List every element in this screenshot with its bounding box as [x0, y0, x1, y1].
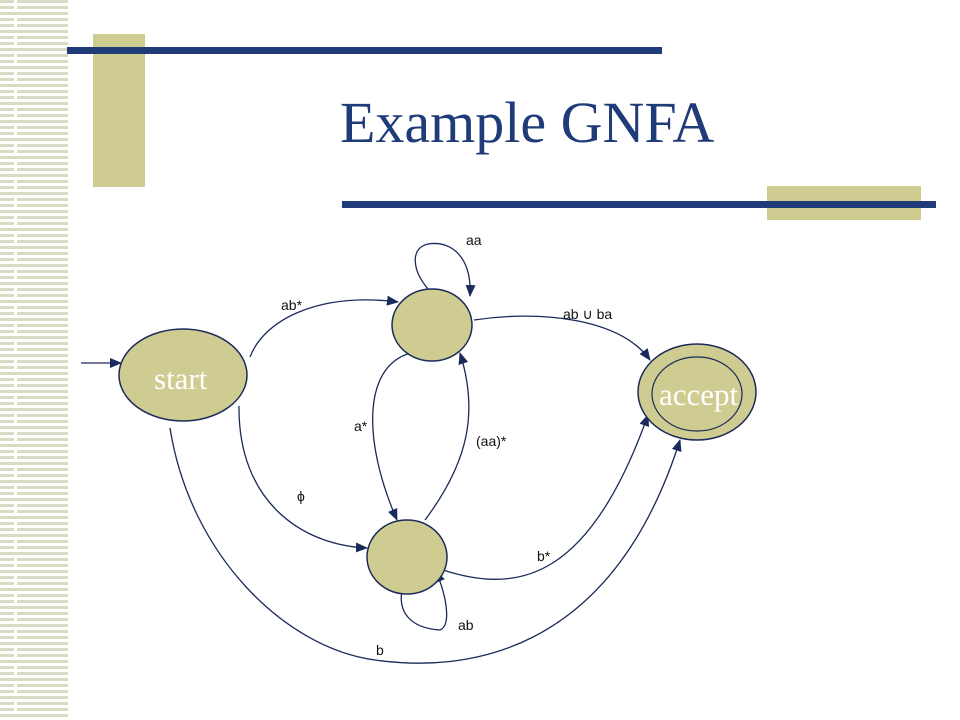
state-q2 — [366, 519, 448, 595]
bottom-blue-rule — [342, 201, 936, 208]
edge-q2-self-loop — [400, 570, 448, 631]
edge-q2-to-q1 — [424, 352, 470, 521]
label-start-q1: ab* — [281, 297, 303, 313]
edge-q2-to-accept — [442, 414, 650, 580]
state-accept-label: accept — [659, 377, 739, 412]
label-q2-accept: b* — [537, 548, 551, 564]
slide-title: Example GNFA — [340, 90, 715, 155]
edge-q1-to-q2 — [372, 351, 416, 521]
label-q2-self: ab — [458, 617, 474, 633]
label-q1-q2: a* — [354, 418, 368, 434]
edge-start-to-q2 — [238, 405, 368, 553]
state-accept-inner-ring — [651, 356, 743, 432]
label-q2-q1: (aa)* — [476, 433, 507, 449]
label-start-accept: b — [376, 642, 384, 658]
edge-q1-self-loop — [414, 242, 476, 297]
state-q1 — [391, 288, 473, 362]
state-start-label: start — [154, 361, 208, 396]
edge-start-to-q1 — [249, 295, 399, 358]
label-q1-accept: ab ∪ ba — [563, 306, 613, 322]
top-blue-rule — [67, 47, 662, 54]
state-accept — [637, 343, 757, 441]
edge-start-to-accept — [169, 427, 682, 664]
state-start — [118, 328, 248, 422]
edge-q1-to-accept — [473, 315, 651, 361]
tan-vertical-block — [93, 34, 145, 187]
label-q1-self: aa — [466, 232, 482, 248]
label-start-q2: ϕ — [297, 488, 305, 504]
left-striped-border — [0, 0, 68, 720]
